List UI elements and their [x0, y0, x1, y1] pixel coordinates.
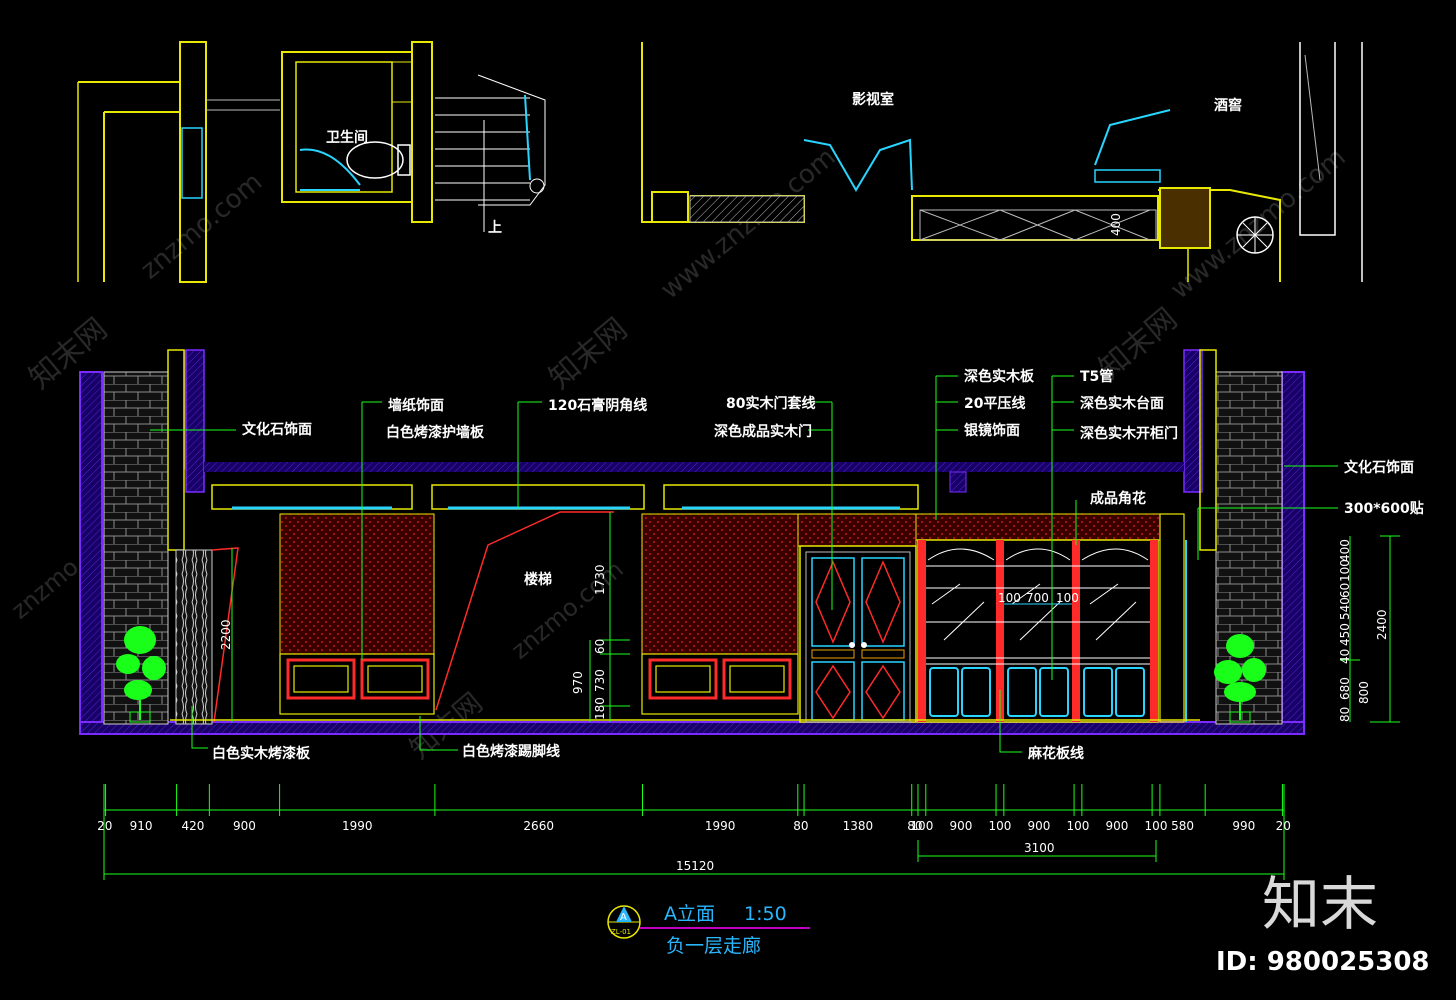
dim-label: 20: [1276, 819, 1291, 833]
elevation-view: 楼梯: [79, 349, 1424, 762]
label-press-line-20: 20平压线: [964, 395, 1025, 412]
plan-room-bathroom: 卫生间: [326, 129, 368, 146]
elev-label-stairs: 楼梯: [524, 571, 552, 588]
title-symbol-letter: A: [620, 912, 627, 923]
vdim-730: 730: [593, 669, 607, 692]
label-door-casing-80: 80实木门套线: [726, 395, 815, 412]
dim-label: 900: [949, 819, 972, 833]
title-main: A立面: [664, 903, 715, 925]
dim-total-15120: 15120: [676, 859, 714, 873]
vdim-r-2400: 2400: [1375, 609, 1389, 640]
dim-label: 910: [130, 819, 153, 833]
dim-label: 580: [1171, 819, 1194, 833]
dim-label: 1990: [705, 819, 736, 833]
vdim-r-400: 400: [1338, 539, 1352, 562]
vdim-r-540: 540: [1338, 597, 1352, 620]
vdim-r-40: 40: [1338, 649, 1352, 664]
dim-label: 80: [907, 819, 922, 833]
vdim-1730: 1730: [593, 564, 607, 595]
title-scale: 1:50: [744, 903, 787, 925]
brand-logo-text: 知末: [1262, 870, 1378, 938]
dim-label: 990: [1232, 819, 1255, 833]
label-white-skirting: 白色烤漆踢脚线: [462, 743, 560, 760]
vdim-r-60: 60: [1338, 583, 1352, 598]
cab-dim-100a: 100: [998, 591, 1021, 605]
plant-right-icon: [1214, 634, 1266, 723]
vdim-970: 970: [571, 671, 585, 694]
dim-sub-3100: 3100: [1024, 841, 1055, 855]
plan-room-wine: 酒窖: [1214, 97, 1242, 114]
dim-label: 100: [1145, 819, 1168, 833]
plan-dim-400: 400: [1109, 213, 1123, 236]
plan-view: 卫生间 上 影视室 400 酒窖: [77, 41, 1363, 283]
label-dark-cabinet-door: 深色实木开柜门: [1080, 425, 1178, 442]
label-culture-stone-right: 文化石饰面: [1344, 459, 1414, 476]
horizontal-dimension-chain: 15120 3100 20 910 420 900 1990 2660 1990 80 1380…: [97, 784, 1291, 880]
label-white-wood-baseboard: 白色实木烤漆板: [212, 745, 311, 762]
label-cornice-120: 120石膏阴角线: [548, 397, 647, 414]
label-dark-door: 深色成品实木门: [714, 423, 812, 440]
vdim-180: 180: [593, 697, 607, 720]
vdim-r-80: 80: [1338, 707, 1352, 722]
title-symbol-ref: ZL-01: [611, 928, 631, 936]
cab-dim-100b: 100: [1056, 591, 1079, 605]
watermark-cn-2: 知末网: [543, 311, 634, 396]
title-block: A ZL-01 A立面 1:50 负一层走廊: [607, 903, 810, 957]
vdim-r-680: 680: [1338, 677, 1352, 700]
dim-label: 900: [1027, 819, 1050, 833]
plan-stair-up: 上: [488, 220, 502, 236]
label-dark-counter: 深色实木台面: [1080, 395, 1164, 412]
dim-label: 420: [182, 819, 205, 833]
label-white-wainscot: 白色烤漆护墙板: [386, 424, 485, 441]
label-culture-stone-left: 文化石饰面: [242, 421, 312, 438]
plant-left-icon: [116, 626, 166, 723]
dim-label: 900: [1106, 819, 1129, 833]
dim-label: 20: [97, 819, 112, 833]
label-finished-corner: 成品角花: [1090, 490, 1146, 507]
dim-label: 900: [233, 819, 256, 833]
dim-label: 80: [793, 819, 808, 833]
plan-room-theater: 影视室: [852, 91, 894, 108]
label-t5-tube: T5管: [1080, 368, 1113, 385]
vdim-2200: 2200: [219, 619, 233, 650]
label-wallpaper: 墙纸饰面: [388, 397, 444, 414]
brand-watermark: 知末 ID: 980025308: [1216, 870, 1430, 977]
label-dark-panel: 深色实木板: [964, 368, 1035, 385]
vdim-r-800: 800: [1357, 681, 1371, 704]
label-marble-baseboard: 麻花板线: [1027, 745, 1084, 762]
brand-id-text: ID: 980025308: [1216, 947, 1430, 977]
dim-label: 1990: [342, 819, 373, 833]
label-tile-300x600: 300*600贴: [1344, 500, 1424, 517]
vdim-r-100: 100: [1338, 559, 1352, 582]
cab-dim-700: 700: [1026, 591, 1049, 605]
dim-label: 1380: [843, 819, 874, 833]
label-silver-mirror: 银镜饰面: [964, 422, 1020, 439]
watermark-site-2: www.znzmo.com: [655, 142, 841, 305]
vdim-60: 60: [593, 639, 607, 654]
title-subtitle: 负一层走廊: [666, 935, 761, 957]
dim-label: 100: [910, 819, 933, 833]
dim-label: 2660: [523, 819, 554, 833]
dim-label: 100: [1067, 819, 1090, 833]
vdim-r-450: 450: [1338, 623, 1352, 646]
dim-label: 100: [988, 819, 1011, 833]
